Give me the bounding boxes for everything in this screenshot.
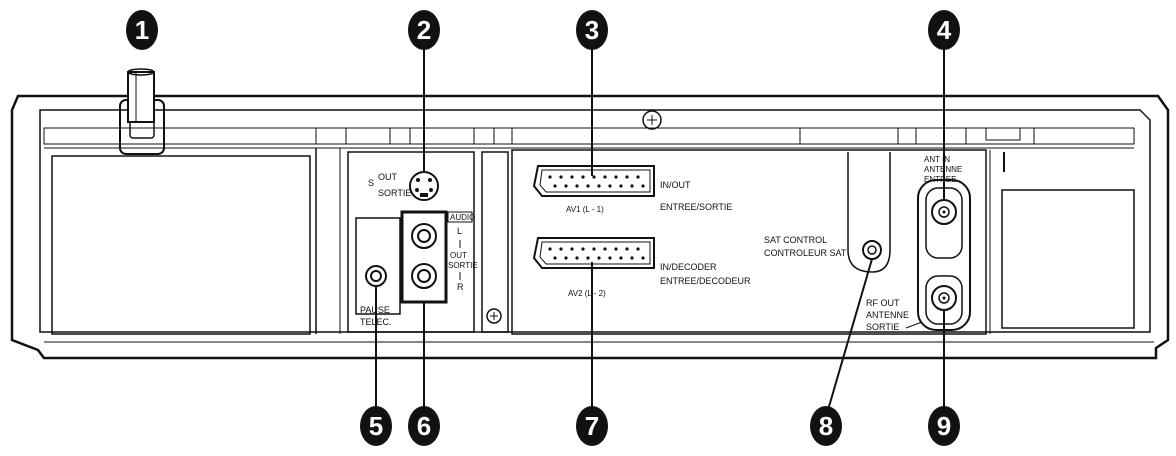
ant-in-label-fr2: ENTREE [924, 175, 956, 184]
callout-4: 4 [928, 10, 960, 50]
center-divider [481, 151, 509, 333]
s-out-label-out: OUT [378, 172, 398, 182]
callout-8: 8 [810, 406, 842, 446]
av2-name-label: AV2 (L - 2) [568, 289, 606, 298]
chassis [10, 94, 1170, 360]
callout-6: 6 [408, 406, 440, 446]
svg-text:6: 6 [417, 411, 431, 441]
av1-io-label: IN/OUT [660, 180, 691, 190]
ant-in-jack [931, 199, 957, 225]
audio-out-l-jack [411, 223, 437, 249]
callout-1: 1 [126, 10, 158, 50]
audio-out-label: OUT [450, 251, 467, 260]
rf-out-label-fr2: SORTIE [866, 322, 899, 332]
s-out-label-sortie: SORTIE [378, 188, 411, 198]
audio-r-label: R [457, 282, 464, 292]
av2-io-label-fr: ENTREE/DECODEUR [660, 276, 751, 286]
av1-io-label-fr: ENTREE/SORTIE [660, 202, 732, 212]
callout-9: 9 [928, 406, 960, 446]
pause-telec-jack [365, 265, 387, 287]
svg-text:9: 9 [937, 411, 951, 441]
av2-io-label: IN/DECODER [660, 262, 717, 272]
av-output-panel: S OUT SORTIE AUDIO L OUT SORTIE R PAUSE … [347, 151, 478, 333]
sat-control-jack [847, 152, 891, 273]
av1-scart-connector [532, 165, 655, 197]
left-blank-panel [51, 148, 341, 335]
callout-leader-lines [375, 44, 945, 411]
power-cord-icon [119, 68, 165, 155]
pause-label-1: PAUSE [360, 305, 390, 315]
plus-screw-icon [642, 110, 662, 130]
svg-text:1: 1 [135, 15, 149, 45]
scart-panel [511, 149, 991, 335]
rf-out-label-fr1: ANTENNE [866, 310, 909, 320]
sat-control-label: SAT CONTROL [764, 235, 827, 245]
callout-3: 3 [576, 10, 608, 50]
callout-5: 5 [360, 406, 392, 446]
s-video-out-jack [409, 171, 439, 201]
audio-out-r-jack [411, 263, 437, 289]
svg-text:4: 4 [937, 15, 952, 45]
rf-out-label: RF OUT [866, 298, 900, 308]
s-out-label-s: S [368, 178, 374, 188]
svg-text:3: 3 [585, 15, 599, 45]
audio-label: AUDIO [450, 213, 475, 222]
callout-7: 7 [576, 406, 608, 446]
av2-scart-connector [532, 237, 655, 269]
svg-text:2: 2 [417, 15, 431, 45]
antenna-panel [917, 179, 971, 331]
svg-text:7: 7 [585, 411, 599, 441]
ant-in-label: ANT IN [924, 155, 950, 164]
svg-text:8: 8 [819, 411, 833, 441]
audio-sortie-label: SORTIE [448, 261, 478, 270]
callout-2: 2 [408, 10, 440, 50]
right-blank-panel [1001, 152, 1135, 329]
av1-name-label: AV1 (L - 1) [566, 205, 604, 214]
sat-control-label-fr: CONTROLEUR SAT [764, 248, 847, 258]
audio-l-label: L [457, 226, 462, 236]
rf-out-jack [931, 285, 957, 311]
svg-text:5: 5 [369, 411, 383, 441]
